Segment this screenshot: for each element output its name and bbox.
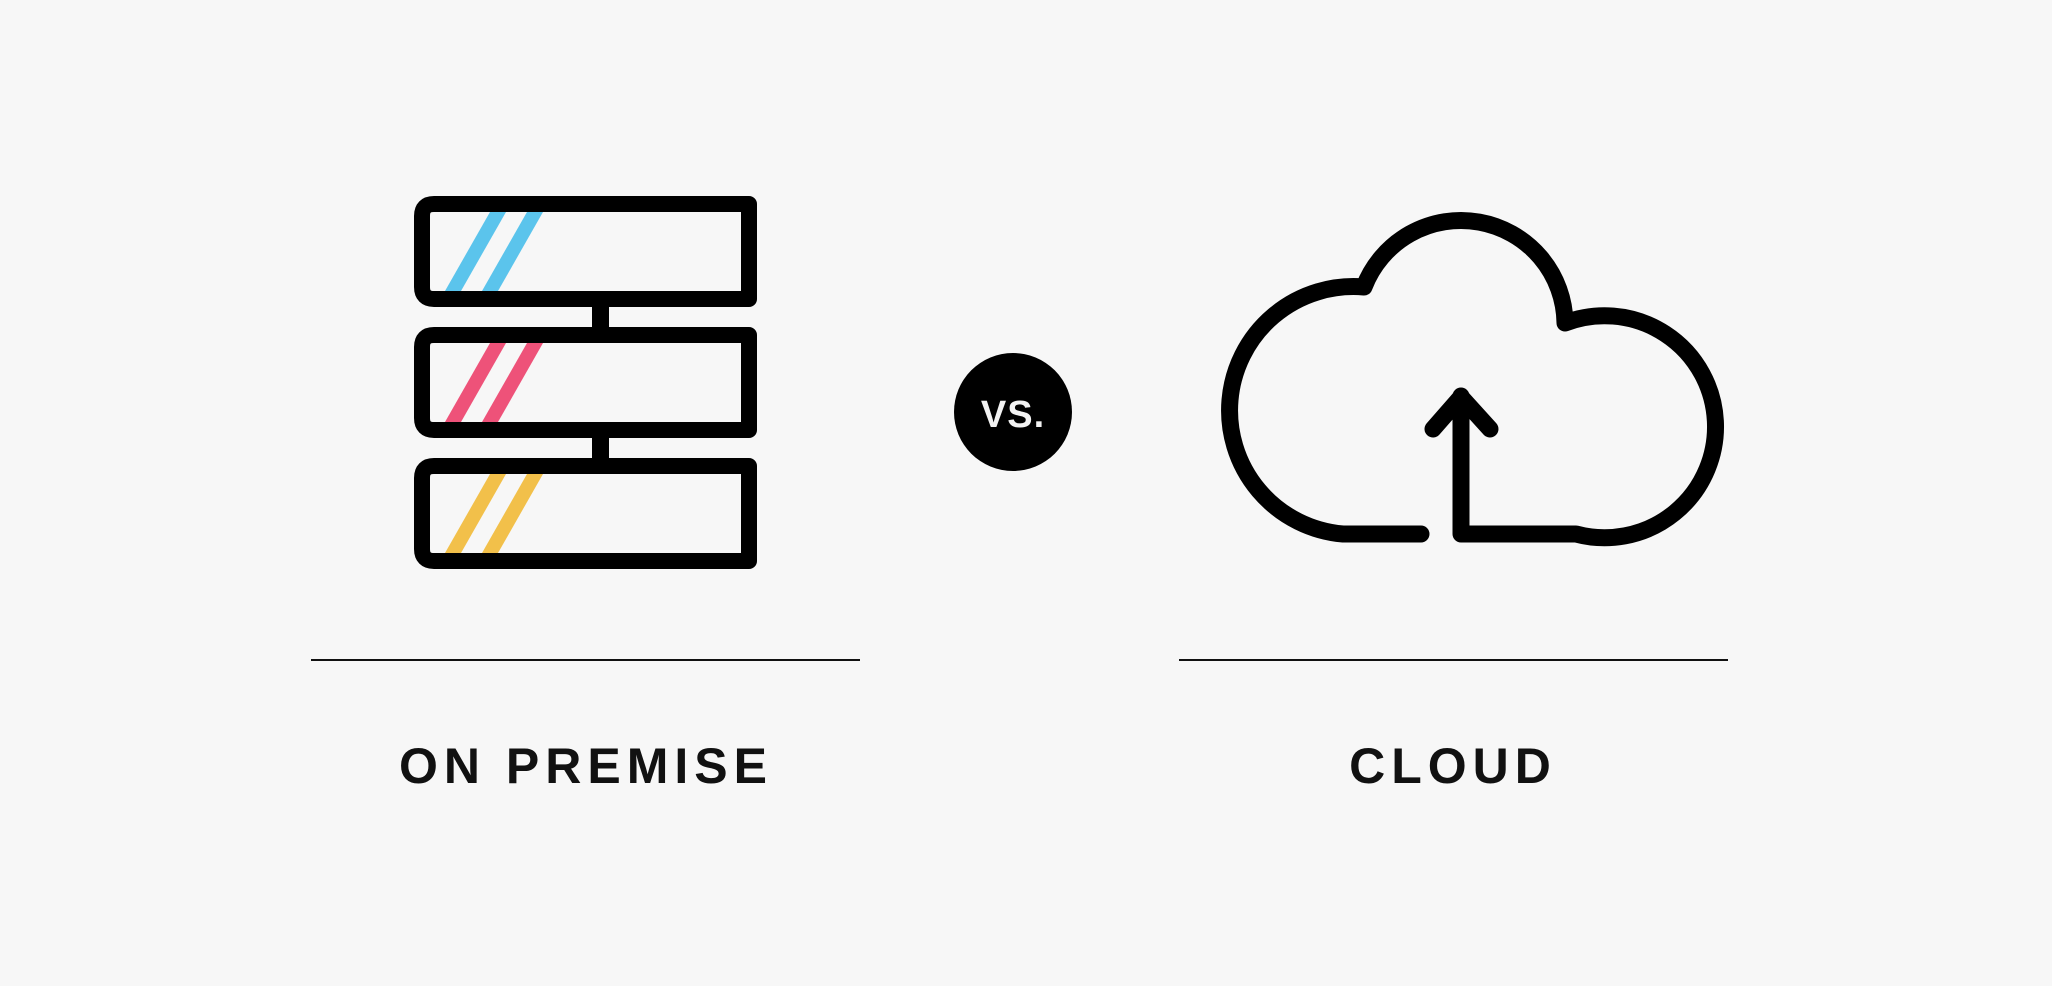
server-unit-2 [414, 327, 757, 438]
server-unit-1 [414, 196, 757, 307]
upload-arrow-head [1424, 388, 1499, 438]
server-connector-2 [592, 430, 609, 466]
vs-label: VS. [980, 393, 1046, 436]
server-unit-3 [414, 458, 757, 569]
server-stripes-yellow [445, 474, 543, 553]
left-divider [311, 659, 860, 661]
server-stripes-blue [445, 212, 543, 291]
server-stripes-pink [445, 343, 543, 422]
vs-badge: VS. [954, 353, 1072, 471]
on-premise-label: ON PREMISE [399, 738, 773, 794]
right-divider [1179, 659, 1728, 661]
cloud-label: CLOUD [1349, 738, 1557, 794]
